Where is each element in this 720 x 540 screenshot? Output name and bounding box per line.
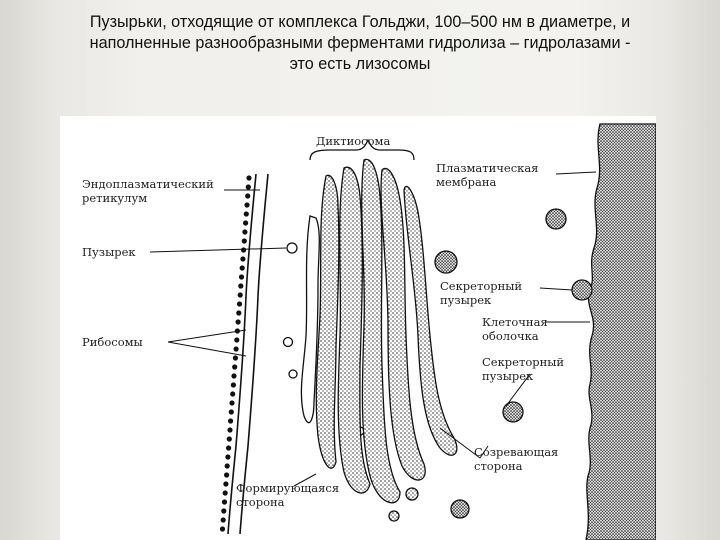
ribosome-dot: [220, 517, 226, 523]
transition-vesicle: [288, 369, 298, 379]
secretory-vesicle: [545, 208, 567, 230]
ribosome-dot: [232, 355, 238, 361]
cisterna-4: [361, 158, 401, 504]
budding-vesicle: [405, 487, 419, 501]
ribosome-dot: [228, 409, 234, 415]
ribosome-dot: [245, 184, 251, 190]
ribosome-dot: [221, 499, 228, 505]
ribosome-dot: [237, 292, 243, 298]
ribosome-dot: [238, 274, 245, 280]
ribosome-dot: [244, 202, 250, 208]
label-secretory-1: Секреторный: [440, 279, 522, 293]
ribosome-dot: [230, 391, 236, 397]
ribosome-dot: [224, 472, 230, 478]
secretory-vesicle: [502, 401, 524, 423]
label-plasma-membrane-2: мембрана: [436, 175, 497, 189]
ribosome-dot: [226, 445, 232, 451]
label-vesicle: Пузырек: [82, 245, 136, 259]
secretory-vesicle: [450, 499, 470, 519]
ribosome-dot: [236, 310, 242, 316]
ribosome-dot: [239, 265, 245, 271]
leader-lines: [149, 171, 597, 487]
title-line-1: Пузырьки, отходящие от комплекса Гольджи…: [89, 13, 631, 31]
dictyosome-bracket: [309, 138, 415, 161]
label-dictyosome: Диктиосома: [316, 134, 390, 148]
ribosome-dot: [243, 211, 249, 217]
ribosome-dots: [219, 175, 252, 532]
er-membrane: [227, 173, 257, 535]
ribosome-dot: [233, 346, 239, 352]
label-er-2: ретикулум: [82, 191, 147, 205]
label-cell-coat: Клеточная: [482, 315, 548, 329]
ribosome-dot: [221, 508, 227, 514]
label-secretory-2-2: пузырек: [482, 369, 534, 383]
label-er: Эндоплазматический: [82, 177, 214, 191]
ribosome-dot: [224, 463, 230, 469]
ribosome-dot: [235, 319, 241, 325]
ribosome-dot: [226, 436, 232, 442]
ribosome-dot: [238, 283, 244, 289]
ribosome-dot: [242, 229, 248, 235]
label-forming-side-2: сторона: [236, 495, 285, 509]
golgi-diagram: Диктиосома Эндоплазматический ретикулум …: [60, 116, 656, 540]
ribosome-dot: [232, 364, 238, 370]
ribosome-dot: [245, 193, 251, 199]
title-line-3: это есть лизосомы: [289, 55, 431, 73]
label-plasma-membrane: Плазматическая: [436, 161, 538, 175]
ribosome-dot: [241, 238, 247, 244]
plasma-membrane: [585, 123, 656, 540]
ribosome-dot: [228, 418, 234, 424]
transition-vesicle: [286, 242, 298, 254]
ribosome-dot: [234, 337, 240, 343]
ribosome-dot: [229, 400, 235, 406]
slide-title: Пузырьки, отходящие от комплекса Гольджи…: [40, 12, 680, 75]
transition-vesicle: [282, 336, 294, 348]
ribosome-dot: [240, 256, 246, 262]
ribosome-dot: [219, 526, 226, 532]
cisterna-5: [380, 167, 426, 481]
ribosome-dot: [243, 220, 249, 226]
label-secretory-2: Секреторный: [482, 355, 564, 369]
ribosome-dot: [230, 382, 236, 388]
ribosome-dot: [227, 427, 233, 433]
label-cell-coat-2: оболочка: [482, 329, 539, 343]
title-line-2: наполненные разнообразными ферментами ги…: [89, 34, 631, 52]
ribosome-dot: [236, 301, 243, 307]
ribosome-dot: [241, 247, 247, 253]
cisterna-2: [315, 174, 340, 469]
label-secretory-1-2: пузырек: [440, 293, 492, 307]
label-forming-side: Формирующаяся: [236, 481, 339, 495]
ribosome-dot: [246, 175, 252, 181]
budding-vesicle: [388, 510, 400, 522]
er-membrane-inner: [239, 173, 269, 535]
secretory-vesicle: [434, 250, 458, 274]
label-maturing-side: Созревающая: [474, 445, 558, 459]
ribosome-dot: [222, 490, 228, 496]
ribosome-dot: [225, 454, 231, 460]
ribosome-dot: [223, 481, 229, 487]
ribosome-dot: [231, 373, 237, 379]
cisterna-1: [300, 215, 320, 424]
label-maturing-side-2: сторона: [474, 459, 523, 473]
label-ribosomes: Рибосомы: [82, 335, 143, 349]
fusing-vesicle: [571, 279, 593, 301]
